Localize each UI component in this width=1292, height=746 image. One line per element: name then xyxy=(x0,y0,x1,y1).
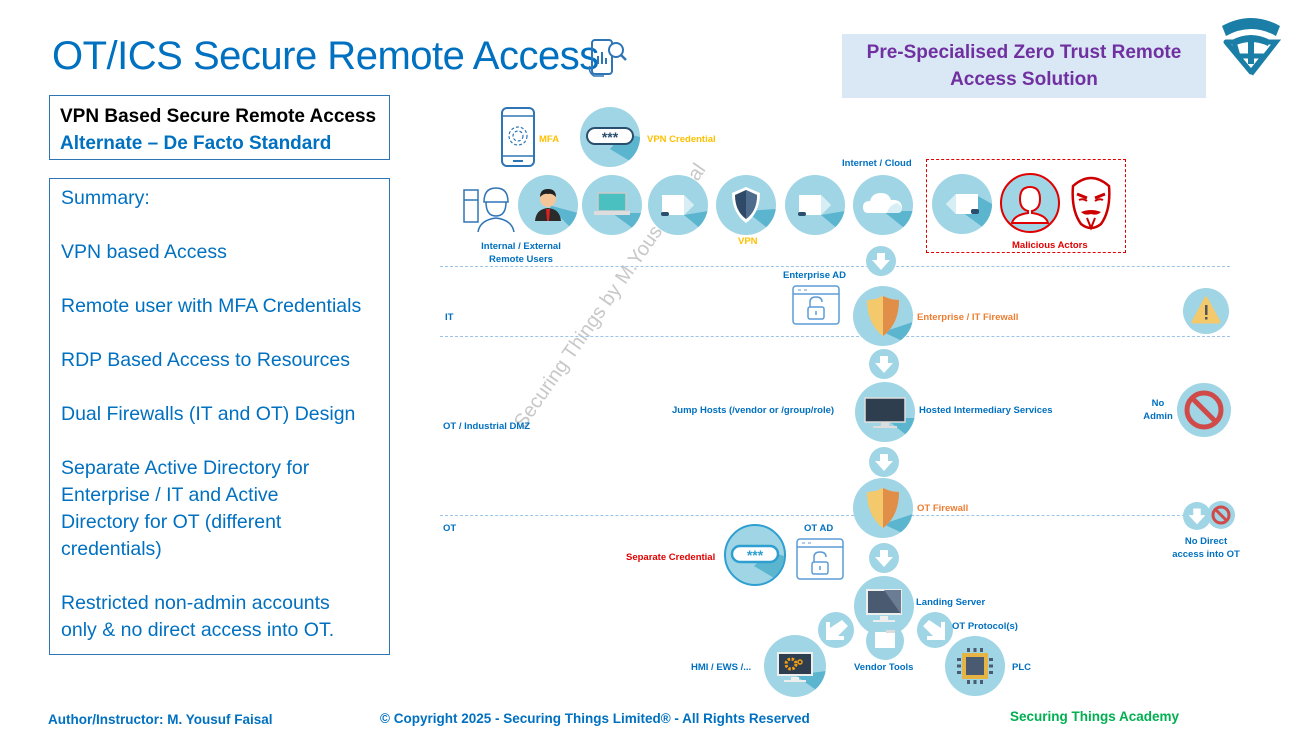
it-firewall-icon xyxy=(853,286,913,346)
arrow-left-icon xyxy=(932,174,992,234)
ot-ad-lock-icon xyxy=(796,538,844,580)
ot-firewall-label: OT Firewall xyxy=(917,503,969,514)
approach-title: VPN Based Secure Remote Access xyxy=(60,106,377,127)
enterprise-ad-lock-icon xyxy=(792,285,840,325)
zone-divider xyxy=(440,336,1230,337)
hmi-monitor-gear-icon xyxy=(764,635,826,697)
arrow-right-icon xyxy=(648,175,708,235)
arrow-down-icon xyxy=(869,543,899,573)
arrow-down-icon xyxy=(866,246,896,276)
zone-divider xyxy=(440,266,1230,267)
vpn-credential-label: VPN Credential xyxy=(647,134,716,145)
approach-box: VPN Based Secure Remote Access Alternate… xyxy=(49,95,390,160)
phone-search-icon xyxy=(588,39,627,77)
no-direct-access-label: No Direct access into OT xyxy=(1172,536,1240,560)
summary-point: Dual Firewalls (IT and OT) Design xyxy=(61,403,356,425)
svg-text:***: *** xyxy=(747,547,764,563)
ot-firewall-icon xyxy=(853,478,913,538)
summary-point: Remote user with MFA Credentials xyxy=(61,295,362,317)
separate-credential-icon: *** xyxy=(724,524,786,586)
malicious-actors-label: Malicious Actors xyxy=(1012,240,1088,251)
warning-icon xyxy=(1183,288,1229,334)
jump-hosts-label: Jump Hosts (/vendor or /group/role) xyxy=(672,405,835,416)
it-firewall-label: Enterprise / IT Firewall xyxy=(917,312,1019,323)
arrow-down-icon xyxy=(869,349,899,379)
svg-text:***: *** xyxy=(602,129,619,145)
zero-trust-banner: Pre-Specialised Zero Trust Remote Access… xyxy=(842,34,1206,98)
landing-server-label: Landing Server xyxy=(916,597,986,608)
no-direct-prohibited-icon xyxy=(1207,501,1235,529)
separate-credential-label: Separate Credential xyxy=(626,552,716,563)
no-admin-prohibited-icon xyxy=(1177,383,1231,437)
zone-label-dmz: OT / Industrial DMZ xyxy=(443,421,531,432)
arrow-down-icon xyxy=(1183,502,1211,530)
remote-user-icon xyxy=(518,175,578,235)
zone-label-ot: OT xyxy=(443,523,457,534)
laptop-icon xyxy=(582,175,642,235)
footer-author: Author/Instructor: M. Yousuf Faisal xyxy=(48,712,273,727)
plc-chip-icon xyxy=(945,636,1005,696)
ot-protocols-label: OT Protocol(s) xyxy=(952,621,1018,632)
zone-divider xyxy=(440,515,1230,516)
cloud-icon xyxy=(853,175,913,235)
internet-cloud-label: Internet / Cloud xyxy=(842,158,912,169)
zone-label-it: IT xyxy=(445,312,454,323)
engineer-icon xyxy=(463,187,515,233)
arrow-down-right-icon xyxy=(917,612,953,648)
jump-host-monitor-icon xyxy=(855,382,915,442)
attacker-user-icon xyxy=(1000,173,1060,233)
mfa-label: MFA xyxy=(539,134,560,145)
footer-academy: Securing Things Academy xyxy=(1010,709,1180,724)
vendor-tools-folder-icon xyxy=(866,622,904,660)
arrow-down-icon xyxy=(869,447,899,477)
malicious-actors-box xyxy=(926,159,1126,253)
anonymous-mask-icon xyxy=(1071,176,1111,231)
summary-heading: Summary: xyxy=(61,187,150,209)
hmi-ews-label: HMI / EWS /... xyxy=(691,662,752,673)
arrow-right-icon xyxy=(785,175,845,235)
page-title: OT/ICS Secure Remote Access xyxy=(52,34,599,78)
summary-box: Summary: VPN based Access Remote user wi… xyxy=(49,178,390,655)
no-admin-label: No Admin xyxy=(1143,398,1173,422)
summary-point: RDP Based Access to Resources xyxy=(61,349,351,371)
vpn-shield-icon xyxy=(716,175,776,235)
summary-point: Separate Active Directory for Enterprise… xyxy=(61,457,310,560)
approach-subtitle: Alternate – De Facto Standard xyxy=(60,133,332,154)
vendor-tools-label: Vendor Tools xyxy=(854,662,914,673)
hosted-services-label: Hosted Intermediary Services xyxy=(919,405,1053,416)
enterprise-ad-label: Enterprise AD xyxy=(783,270,846,281)
summary-point: VPN based Access xyxy=(61,241,227,263)
mfa-phone-icon xyxy=(501,107,535,167)
footer-copyright: © Copyright 2025 - Securing Things Limit… xyxy=(380,711,810,726)
plc-label: PLC xyxy=(1012,662,1031,673)
arrow-down-left-icon xyxy=(818,612,854,648)
summary-point: Restricted non-admin accounts only & no … xyxy=(61,592,335,641)
vpn-credential-icon: *** xyxy=(580,107,640,167)
remote-users-label: Internal / External Remote Users xyxy=(481,241,561,265)
securing-things-shield-logo xyxy=(1222,18,1282,76)
ot-ad-label: OT AD xyxy=(804,523,834,534)
vpn-label: VPN xyxy=(738,236,758,247)
